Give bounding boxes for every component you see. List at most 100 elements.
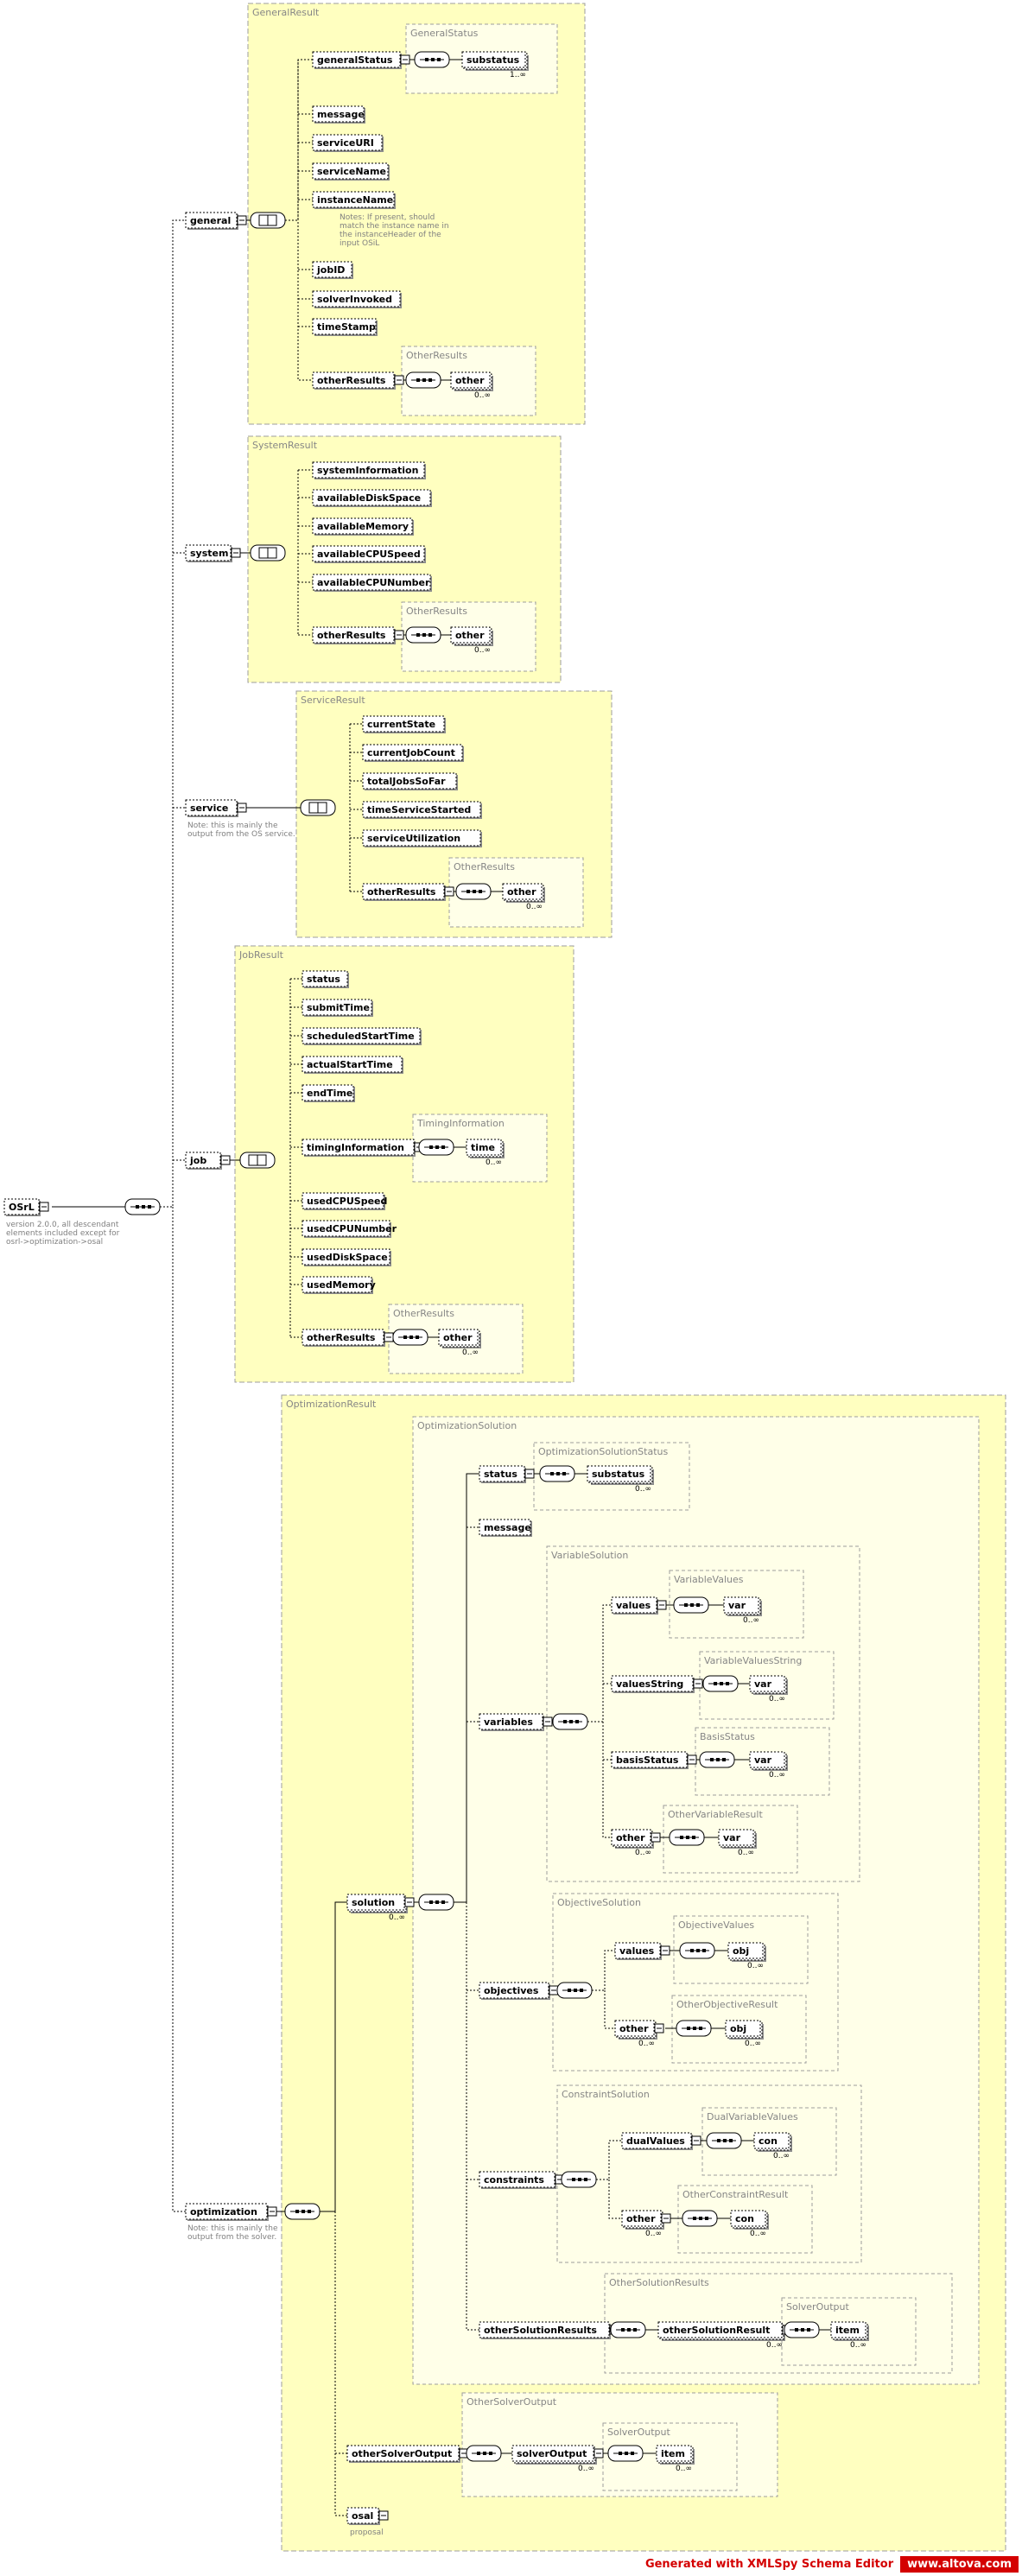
compositor-dot (429, 1900, 433, 1904)
compositor-dot (726, 1682, 729, 1685)
element-other[interactable] (614, 2020, 655, 2037)
element-service-name: service (190, 803, 228, 814)
element-usedMemory[interactable] (302, 1276, 372, 1293)
element-substatus[interactable] (461, 51, 526, 68)
element-otherResults[interactable] (302, 1329, 384, 1346)
element-status[interactable] (302, 970, 348, 987)
element-generalStatus[interactable] (312, 51, 401, 68)
element-obj[interactable] (725, 2020, 761, 2037)
system-other-results-box-label: OtherResults (406, 606, 467, 617)
element-values-name: values (619, 1945, 655, 1957)
element-otherResults[interactable] (312, 626, 395, 644)
element-item[interactable] (830, 2321, 866, 2338)
element-usedCPUNumber[interactable] (302, 1220, 390, 1237)
cardinality: 0..∞ (526, 903, 543, 911)
element-availableCPUSpeed[interactable] (312, 545, 425, 562)
element-basisStatus[interactable] (611, 1751, 688, 1768)
element-constraints[interactable] (479, 2171, 555, 2188)
element-osal-name: osal (352, 2510, 373, 2522)
element-con[interactable] (730, 2210, 766, 2227)
element-availableMemory[interactable] (312, 517, 413, 535)
element-otherSolutionResults[interactable] (479, 2321, 610, 2338)
element-other[interactable] (621, 2210, 662, 2227)
element-other[interactable] (611, 1829, 651, 1846)
compositor-dot (690, 1949, 694, 1952)
connector (602, 1722, 612, 1838)
element-values[interactable] (614, 1942, 661, 1959)
element-other[interactable] (450, 371, 491, 389)
compositor-dot (722, 1758, 726, 1761)
element-status[interactable] (479, 1465, 525, 1482)
element-timeServiceStarted[interactable] (362, 801, 481, 818)
element-dualValues[interactable] (621, 2132, 692, 2149)
compositor-dot (631, 2452, 634, 2455)
element-serviceUtilization[interactable] (362, 829, 481, 847)
element-jobID[interactable] (312, 261, 352, 278)
element-values[interactable] (611, 1596, 657, 1614)
element-instanceName[interactable] (312, 191, 395, 208)
element-other[interactable] (450, 626, 491, 644)
element-other[interactable] (438, 1329, 479, 1346)
instance-note: input OSiL (340, 239, 379, 248)
element-system[interactable] (185, 544, 232, 562)
element-currentState[interactable] (362, 715, 445, 733)
compositor-dot (479, 890, 482, 893)
element-currentJobCount[interactable] (362, 744, 463, 761)
element-timeStamp[interactable] (312, 318, 377, 335)
element-osal[interactable] (346, 2507, 379, 2524)
compositor-dot (723, 2139, 727, 2142)
compositor-dot (580, 1989, 583, 1992)
other-results-box-label: OtherResults (406, 350, 467, 361)
element-valuesString[interactable] (611, 1675, 694, 1692)
element-general[interactable] (185, 212, 238, 229)
element-solverOutput[interactable] (511, 2445, 594, 2462)
element-otherResults-name: otherResults (317, 375, 386, 386)
element-otherResults[interactable] (312, 371, 395, 389)
element-solverInvoked[interactable] (312, 290, 401, 308)
element-job[interactable] (185, 1152, 221, 1169)
element-optimization[interactable] (185, 2203, 268, 2220)
compositor-dot (574, 1989, 577, 1992)
element-other[interactable] (502, 883, 543, 900)
element-availableDiskSpace[interactable] (312, 489, 431, 506)
element-totalJobsSoFar[interactable] (362, 772, 457, 790)
element-var[interactable] (749, 1751, 785, 1768)
element-serviceURI-name: serviceURI (317, 137, 374, 149)
element-message[interactable] (479, 1519, 531, 1536)
element-objectives[interactable] (479, 1982, 549, 1999)
element-otherSolutionResult[interactable] (657, 2321, 783, 2338)
element-var[interactable] (723, 1596, 759, 1614)
element-usedCPUSpeed[interactable] (302, 1192, 384, 1209)
element-otherSolverOutput-name: otherSolverOutput (352, 2448, 452, 2459)
element-submitTime[interactable] (302, 999, 372, 1016)
compositor-dot (428, 633, 432, 637)
element-OSrL[interactable] (3, 1198, 40, 1215)
element-usedDiskSpace[interactable] (302, 1248, 390, 1266)
element-endTime[interactable] (302, 1084, 354, 1101)
element-obj[interactable] (727, 1942, 764, 1959)
element-otherResults[interactable] (362, 883, 445, 900)
element-scheduledStartTime[interactable] (302, 1027, 421, 1044)
element-solution[interactable] (346, 1894, 405, 1911)
compositor-dot (473, 890, 476, 893)
footer: Generated with XMLSpy Schema Editor www.… (645, 2554, 1022, 2573)
element-service[interactable] (185, 799, 238, 816)
element-timingInformation[interactable] (302, 1139, 415, 1156)
solver-output-box-1-label: SolverOutput (786, 2301, 849, 2313)
element-con[interactable] (753, 2132, 790, 2149)
element-availableCPUNumber[interactable] (312, 574, 431, 591)
element-serviceURI[interactable] (312, 134, 383, 151)
element-variables[interactable] (479, 1713, 543, 1730)
element-otherSolverOutput[interactable] (346, 2445, 460, 2462)
element-actualStartTime[interactable] (302, 1056, 403, 1073)
element-var[interactable] (718, 1829, 754, 1846)
element-substatus[interactable] (587, 1465, 651, 1482)
altova-link[interactable]: www.altova.com (900, 2555, 1019, 2573)
element-job-name: job (189, 1155, 206, 1166)
element-time[interactable] (466, 1139, 502, 1156)
element-systemInformation[interactable] (312, 461, 425, 479)
element-serviceName[interactable] (312, 162, 389, 180)
element-item[interactable] (656, 2445, 692, 2462)
element-message[interactable] (312, 105, 365, 123)
element-var[interactable] (749, 1675, 785, 1692)
